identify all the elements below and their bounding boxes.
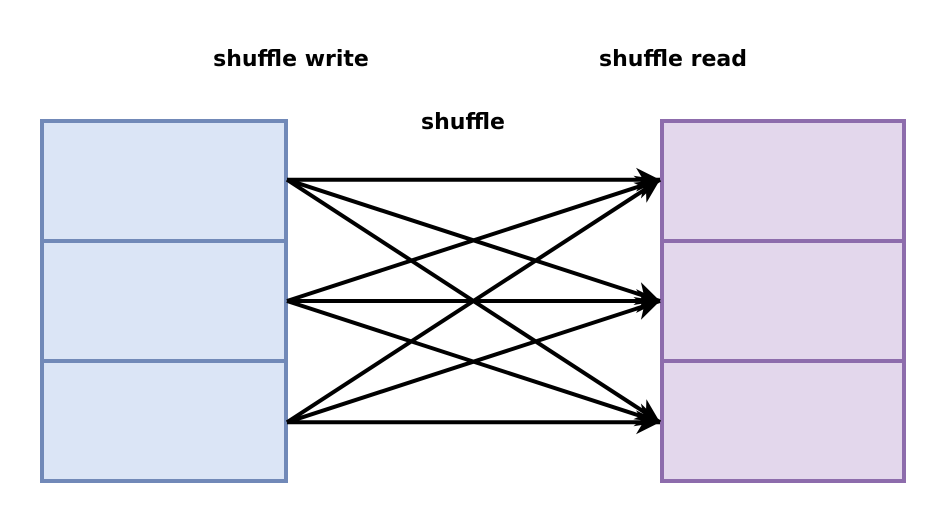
shuffle-write-partition-2 [40, 239, 288, 363]
shuffle-write-partition-1 [40, 119, 288, 243]
shuffle-read-label: shuffle read [599, 47, 747, 72]
shuffle-label: shuffle [421, 110, 505, 135]
shuffle-arrow-2-to-1 [286, 175, 661, 303]
shuffle-arrow-2-to-3 [286, 299, 661, 427]
shuffle-arrow-3-to-2 [286, 297, 661, 425]
shuffle-write-partition-3 [40, 359, 288, 483]
shuffle-write-label: shuffle write [213, 47, 369, 72]
shuffle-arrow-1-to-2 [286, 177, 661, 305]
shuffle-write-column [40, 119, 288, 483]
shuffle-arrow-1-to-3 [285, 178, 662, 424]
shuffle-read-partition-1 [660, 119, 906, 243]
shuffle-read-partition-3 [660, 359, 906, 483]
shuffle-read-column [660, 119, 906, 483]
shuffle-read-partition-2 [660, 239, 906, 363]
shuffle-arrow-3-to-1 [285, 178, 662, 424]
